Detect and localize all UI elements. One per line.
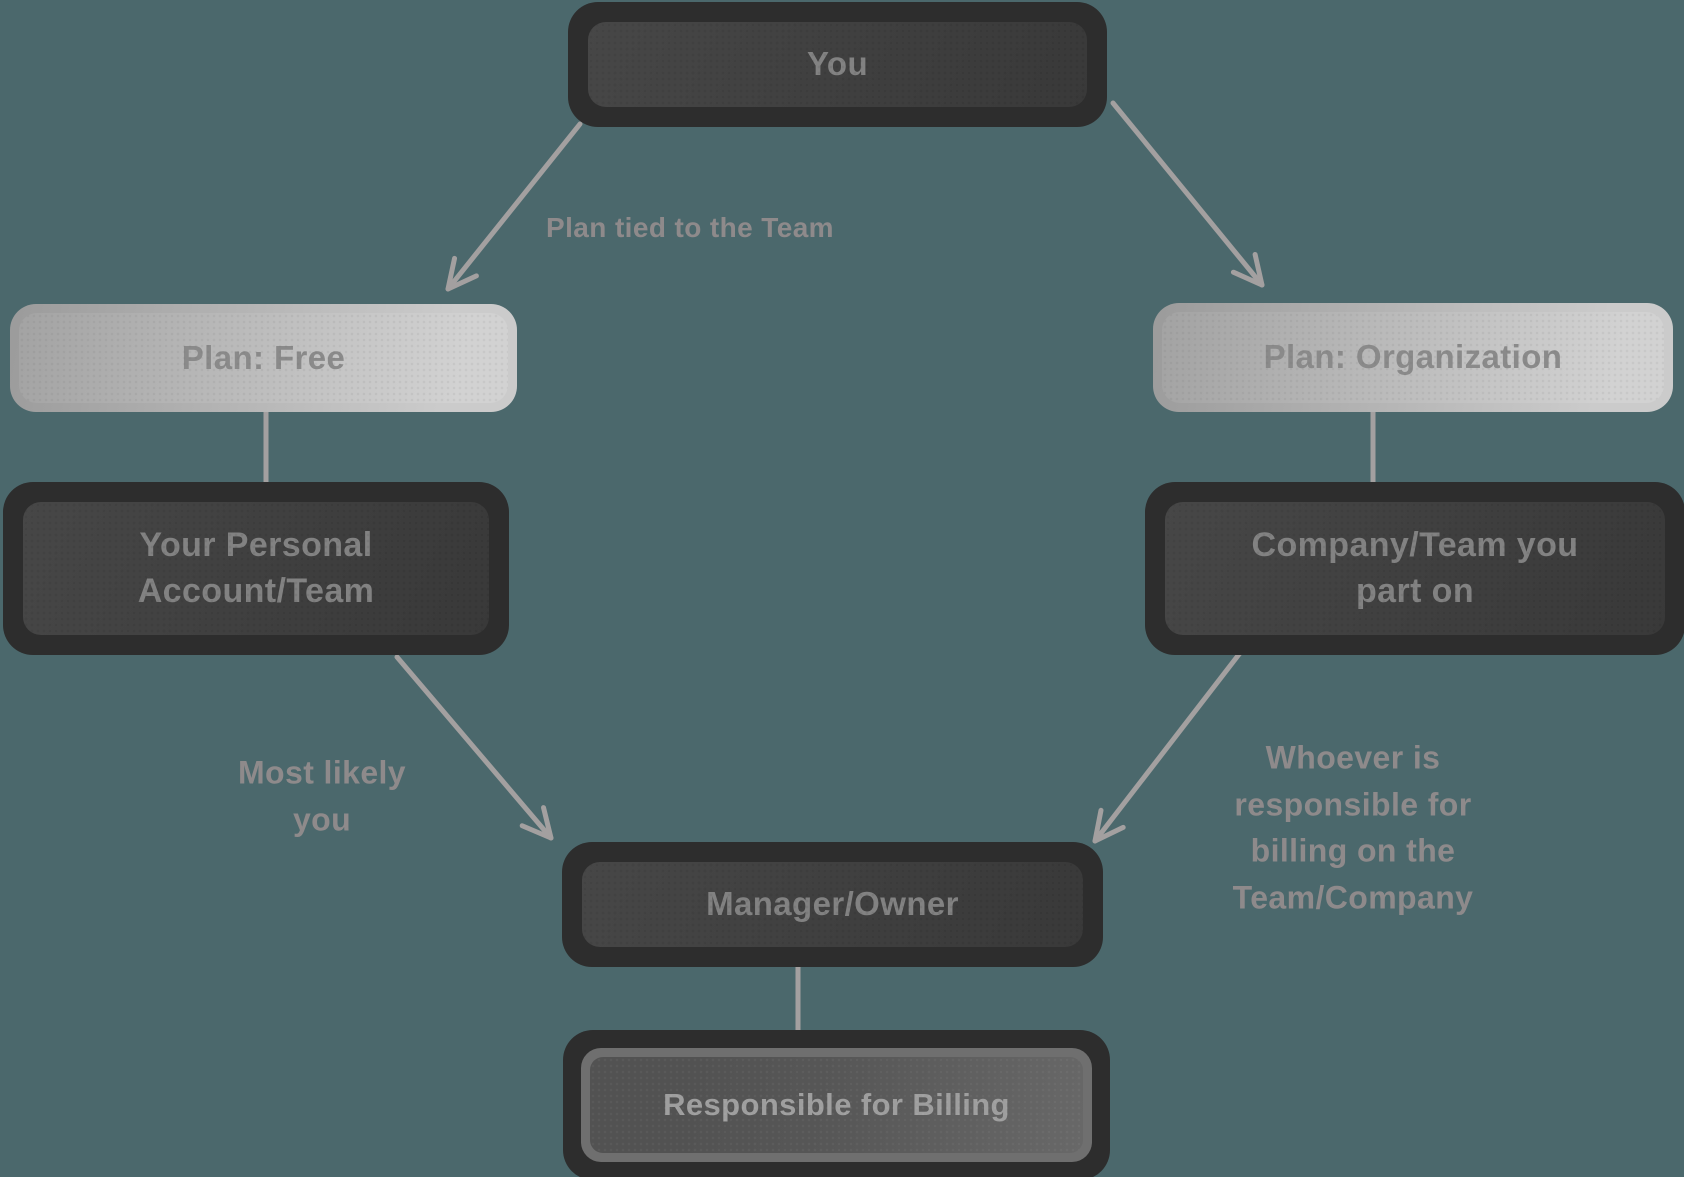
node-responsible-for-billing-label: Responsible for Billing <box>663 1087 1010 1123</box>
node-plan-organization-label: Plan: Organization <box>1263 338 1563 376</box>
node-you-label: You <box>806 45 869 83</box>
node-personal-account-team-label: Your Personal Account/Team <box>137 525 375 610</box>
node-plan-free: Plan: Free <box>10 304 517 412</box>
node-manager-owner: Manager/Owner <box>562 842 1103 967</box>
arrow-you-to-plan-org <box>1110 100 1265 288</box>
node-responsible-for-billing: Responsible for Billing <box>563 1030 1110 1177</box>
node-company-team: Company/Team you part on <box>1145 482 1684 655</box>
node-personal-account-team: Your Personal Account/Team <box>3 482 509 655</box>
arrow-you-to-plan-free <box>445 121 583 292</box>
node-plan-free-panel: Plan: Free <box>19 313 508 403</box>
arrow-personal-to-manager <box>394 654 554 841</box>
node-you: You <box>568 2 1107 127</box>
node-plan-free-label: Plan: Free <box>181 338 346 376</box>
arrow-company-to-manager <box>1092 650 1243 844</box>
annotation-plan-tied-to-team: Plan tied to the Team <box>546 212 834 243</box>
node-responsible-for-billing-ring: Responsible for Billing <box>581 1048 1092 1162</box>
node-responsible-for-billing-panel: Responsible for Billing <box>590 1057 1083 1153</box>
node-plan-organization-panel: Plan: Organization <box>1162 312 1664 403</box>
node-manager-owner-label: Manager/Owner <box>706 885 959 923</box>
node-personal-account-team-panel: Your Personal Account/Team <box>23 502 489 635</box>
annotation-billing-responsibility: Whoever is responsible for billing on th… <box>1232 739 1474 916</box>
node-you-panel: You <box>588 22 1087 107</box>
node-company-team-label: Company/Team you part on <box>1251 525 1579 610</box>
node-manager-owner-panel: Manager/Owner <box>582 862 1083 947</box>
node-plan-organization: Plan: Organization <box>1153 303 1673 412</box>
node-company-team-panel: Company/Team you part on <box>1165 502 1665 635</box>
annotation-most-likely-you: Most likely you <box>237 754 407 837</box>
